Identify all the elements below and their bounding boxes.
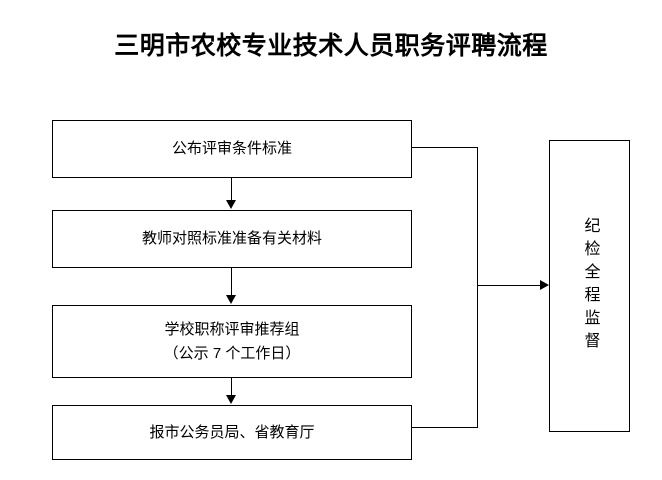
- flow-box-supervision-label: 纪检全程监督: [581, 217, 599, 355]
- flow-box-review-group-line2: （公示 7 个工作日）: [163, 344, 301, 362]
- flow-box-supervision: 纪检全程监督: [549, 140, 630, 432]
- flow-box-review-group-line1: 学校职称评审推荐组: [164, 321, 300, 339]
- page-title: 三明市农校专业技术人员职务评聘流程: [114, 33, 548, 60]
- connector-step2-step3-line: [231, 268, 232, 297]
- connector-step3-step4-line: [231, 378, 232, 397]
- flow-box-prepare-docs-line1: 教师对照标准准备有关材料: [141, 230, 322, 248]
- connector-bracket-supervision-line: [478, 285, 541, 286]
- arrow-right-icon-supervision: [540, 280, 549, 290]
- flow-box-publish-criteria: 公布评审条件标准: [52, 120, 412, 178]
- bracket-bottom-segment: [412, 427, 478, 428]
- arrow-down-icon-step1-step2: [226, 200, 236, 209]
- flow-box-review-group: 学校职称评审推荐组 （公示 7 个工作日）: [52, 305, 412, 378]
- flow-box-submit-bureau: 报市公务员局、省教育厅: [52, 405, 412, 460]
- bracket-top-segment: [412, 147, 478, 148]
- bracket-spine-segment: [477, 147, 478, 428]
- flow-box-prepare-docs: 教师对照标准准备有关材料: [52, 210, 412, 268]
- flow-box-submit-bureau-line1: 报市公务员局、省教育厅: [149, 423, 315, 441]
- arrow-down-icon-step3-step4: [226, 395, 236, 404]
- connector-step1-step2-line: [231, 178, 232, 202]
- arrow-down-icon-step2-step3: [226, 295, 236, 304]
- flow-box-publish-criteria-line1: 公布评审条件标准: [171, 140, 292, 158]
